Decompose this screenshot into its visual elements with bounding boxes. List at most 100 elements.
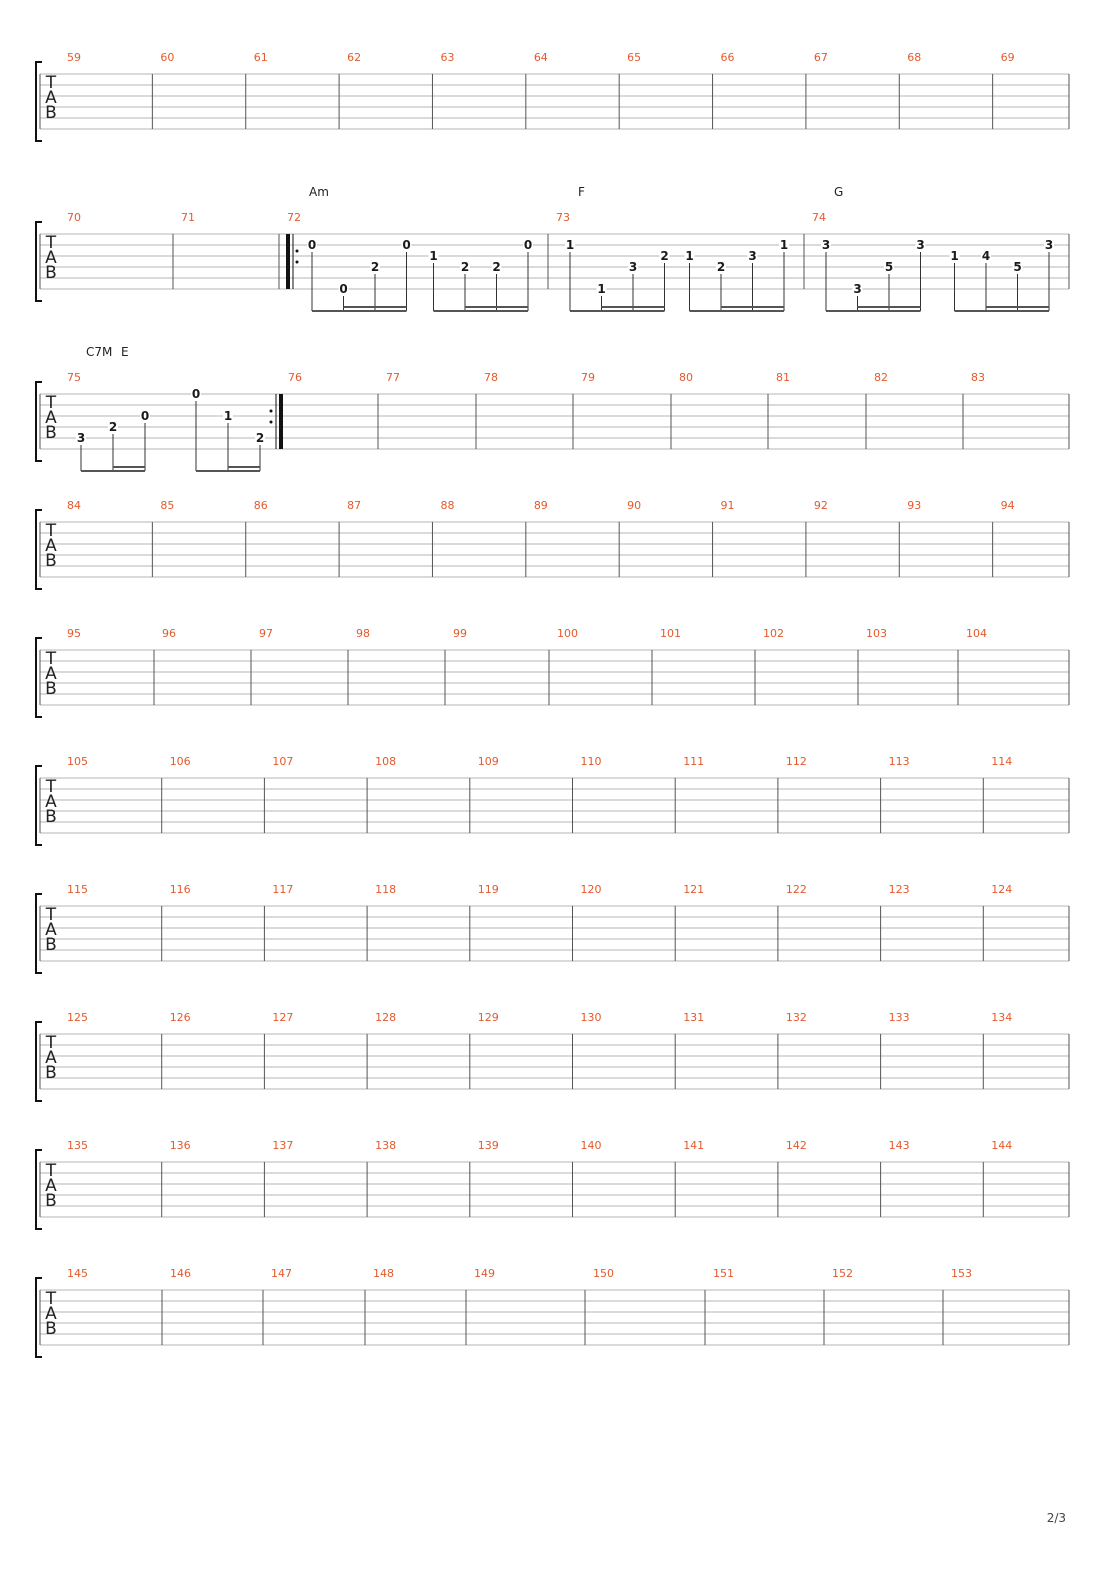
repeat-dot (295, 249, 299, 253)
fret-number-mask (949, 250, 960, 262)
measure-number: 71 (181, 211, 195, 224)
measure-number: 85 (160, 499, 174, 512)
tab-clef-letter: T (45, 649, 57, 669)
fret-number-mask (852, 283, 863, 295)
measure-number: 89 (534, 499, 548, 512)
measure-number: 135 (67, 1139, 88, 1152)
measure-number: 114 (991, 755, 1012, 768)
fret-number-mask (779, 239, 789, 251)
fret-number-mask (915, 239, 926, 251)
fret-number-mask (659, 250, 670, 262)
fret-number: 1 (224, 409, 232, 423)
measure-number: 101 (660, 627, 681, 640)
tab-clef-letter: A (45, 1048, 57, 1068)
tab-clef-letter: A (45, 248, 57, 268)
measure-number: 134 (991, 1011, 1012, 1024)
measure-number: 146 (170, 1267, 191, 1280)
measure-number: 116 (170, 883, 191, 896)
tab-clef-letter: T (45, 73, 57, 93)
fret-number: 3 (916, 238, 924, 252)
fret-number: 1 (780, 238, 788, 252)
tab-clef-letter: T (45, 1161, 57, 1181)
measure-number: 105 (67, 755, 88, 768)
measure-number: 67 (814, 51, 828, 64)
fret-number: 3 (822, 238, 830, 252)
measure-number: 82 (874, 371, 888, 384)
fret-number-mask (821, 239, 831, 251)
measure-number: 70 (67, 211, 81, 224)
repeat-start-thick-bar (286, 234, 290, 289)
repeat-dot (269, 420, 273, 424)
system-bracket (35, 381, 42, 462)
fret-number: 2 (717, 260, 725, 274)
fret-number-mask (460, 261, 470, 273)
measure-number: 123 (889, 883, 910, 896)
tab-clef-letter: A (45, 1304, 57, 1324)
tab-clef-letter: B (45, 423, 57, 443)
fret-number: 1 (597, 282, 605, 296)
chord-name: G (834, 185, 843, 199)
tab-clef-letter: A (45, 664, 57, 684)
fret-number-mask (565, 239, 575, 251)
measure-number: 73 (556, 211, 570, 224)
tab-clef-letter: B (45, 263, 57, 283)
measure-number: 153 (951, 1267, 972, 1280)
measure-number: 143 (889, 1139, 910, 1152)
measure-number: 128 (375, 1011, 396, 1024)
measure-number: 74 (812, 211, 826, 224)
fret-number-mask (1012, 261, 1023, 273)
measure-number: 92 (814, 499, 828, 512)
measure-number: 150 (593, 1267, 614, 1280)
fret-number-mask (428, 250, 439, 262)
measure-number: 76 (288, 371, 302, 384)
measure-number: 84 (67, 499, 81, 512)
measure-number: 65 (627, 51, 641, 64)
fret-number-mask (140, 410, 150, 422)
tab-clef-letter: T (45, 1289, 57, 1309)
fret-number: 2 (371, 260, 379, 274)
measure-number: 99 (453, 627, 467, 640)
fret-number-mask (716, 261, 726, 273)
tab-clef-letter: B (45, 807, 57, 827)
fret-number-mask (747, 250, 758, 262)
tab-clef-letter: B (45, 679, 57, 699)
measure-number: 93 (907, 499, 921, 512)
tab-clef-letter: A (45, 408, 57, 428)
system-bracket (35, 1277, 42, 1358)
measure-number: 126 (170, 1011, 191, 1024)
measure-number: 81 (776, 371, 790, 384)
measure-number: 119 (478, 883, 499, 896)
tab-clef-letter: A (45, 536, 57, 556)
fret-number-mask (307, 239, 317, 251)
measure-number: 78 (484, 371, 498, 384)
tab-clef-letter: T (45, 233, 57, 253)
fret-number: 5 (885, 260, 893, 274)
tab-clef-letter: B (45, 935, 57, 955)
system-bracket (35, 1149, 42, 1230)
tab-clef-letter: T (45, 521, 57, 541)
measure-number: 75 (67, 371, 81, 384)
measure-number: 62 (347, 51, 361, 64)
fret-number-mask (401, 239, 412, 251)
measure-number: 133 (889, 1011, 910, 1024)
tab-clef-letter: B (45, 1063, 57, 1083)
measure-number: 127 (272, 1011, 293, 1024)
fret-number: 1 (429, 249, 437, 263)
fret-number: 2 (256, 431, 264, 445)
measure-number: 137 (272, 1139, 293, 1152)
fret-number: 3 (748, 249, 756, 263)
fret-number-mask (108, 421, 118, 433)
fret-number-mask (223, 410, 233, 422)
page-number: 2/3 (1047, 1511, 1066, 1525)
measure-number: 102 (763, 627, 784, 640)
fret-number: 1 (950, 249, 958, 263)
